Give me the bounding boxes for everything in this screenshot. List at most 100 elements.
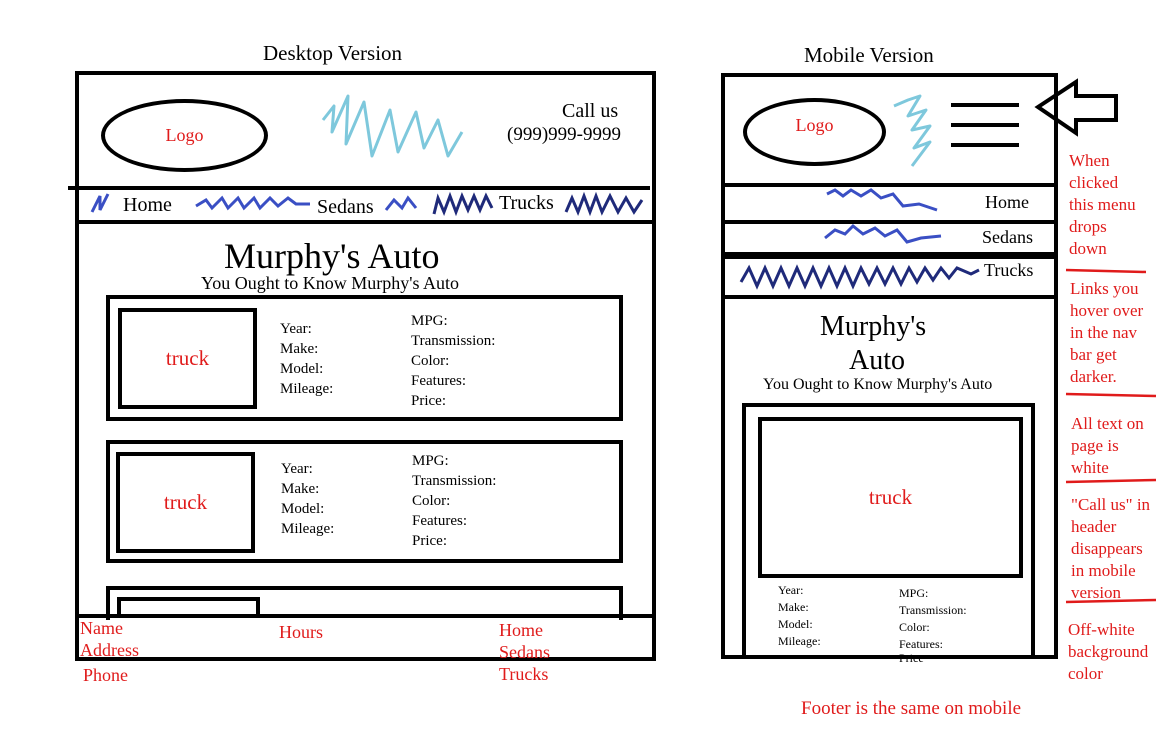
mobile-listing-right-fields: MPG: Transmission: Color: Features: Pric… [899,585,967,663]
annotation-line: page is [1071,436,1119,455]
annotation-line: When [1069,151,1110,170]
desktop-footer-top-line [75,614,656,618]
field-features: Features: [412,513,467,529]
desktop-nav-scribble [90,191,644,217]
footer-phone: Phone [83,665,128,685]
field-transmission: Transmission: [412,473,497,489]
desktop-nav-top-line [68,186,650,190]
hamburger-menu-icon[interactable] [951,103,1019,149]
field-price: Price: [411,393,446,409]
desktop-listing-image-label: truck [165,346,210,370]
desktop-nav-sedans[interactable]: Sedans [317,196,374,218]
annotation-line: header [1071,517,1117,536]
desktop-wireframe [75,71,656,661]
desktop-listing-left-fields: Year: Make: Model: Mileage: [281,459,334,539]
annotation-offwhite-bg: Off-white background color [1068,619,1148,685]
desktop-listing-left-fields: Year: Make: Model: Mileage: [280,319,333,399]
pointer-arrow-icon [1034,78,1118,137]
annotation-line: white [1071,458,1109,477]
desktop-tagline: You Ought to Know Murphy's Auto [201,273,459,293]
desktop-version-label: Desktop Version [263,41,403,65]
desktop-header-scribble [321,94,464,158]
footer-address: Address [80,640,139,660]
annotation-line: disappears [1071,539,1143,558]
desktop-listing-card[interactable] [106,295,623,421]
footer-link-sedans[interactable]: Sedans [499,642,550,662]
mobile-listing-card[interactable] [742,403,1035,659]
annotation-line: Links you [1070,279,1139,298]
field-year: Year: [778,583,804,597]
desktop-call-us: Call us [562,100,619,122]
annotation-line: version [1071,583,1122,602]
mobile-header-scribble [893,94,932,167]
mobile-nav-line [721,220,1058,224]
desktop-nav-home[interactable]: Home [123,194,172,216]
annotation-line: background [1068,642,1149,661]
desktop-listing-image[interactable]: truck [116,452,255,553]
mobile-nav-line [721,183,1058,187]
annotation-separators [1065,268,1157,604]
desktop-nav-bottom-line [75,220,656,224]
field-features: Features: [899,637,943,651]
desktop-listing-image[interactable]: truck [118,308,257,409]
field-transmission: Transmission: [411,333,496,349]
desktop-site-title: Murphy's Auto [224,236,440,276]
mobile-nav-line [721,256,1058,259]
mobile-listing-left-fields: Year: Make: Model: Mileage: [778,582,821,650]
mobile-nav-line [721,295,1058,299]
field-mileage: Mileage: [778,634,821,648]
footer-link-trucks[interactable]: Trucks [499,664,549,684]
desktop-listing-image-label: truck [163,490,208,514]
annotation-line: down [1069,239,1107,258]
desktop-nav-trucks[interactable]: Trucks [499,192,554,214]
annotation-line: color [1068,664,1103,683]
mobile-nav-line [721,252,1058,256]
annotation-line: "Call us" in [1071,495,1151,514]
field-color: Color: [411,353,450,369]
annotation-line: clicked [1069,173,1119,192]
desktop-logo-label: Logo [165,125,204,145]
mobile-tagline: You Ought to Know Murphy's Auto [763,376,993,393]
footer-link-home[interactable]: Home [499,620,543,640]
mobile-nav-home[interactable]: Home [985,192,1029,212]
mobile-nav-trucks[interactable]: Trucks [984,260,1034,280]
desktop-logo[interactable]: Logo [101,99,268,172]
field-mpg: MPG: [899,586,929,600]
annotation-line: this menu [1069,195,1136,214]
desktop-listing-right-fields: MPG: Transmission: Color: Features: Pric… [411,311,495,411]
desktop-listing-card-partial [106,586,623,620]
desktop-listing-card[interactable] [106,440,623,563]
desktop-phone[interactable]: (999)999-9999 [507,124,621,145]
field-mpg: MPG: [411,313,448,329]
mobile-nav-scribble [739,188,980,290]
mobile-site-title-line2: Auto [849,345,905,376]
annotation-line: in the nav [1070,323,1138,342]
annotation-line: drops [1069,217,1107,236]
annotation-line: darker. [1070,367,1117,386]
mobile-logo-label: Logo [795,114,834,135]
annotation-line: in mobile [1071,561,1136,580]
field-color: Color: [412,493,451,509]
mobile-logo[interactable]: Logo [743,98,886,166]
field-mileage: Mileage: [281,521,335,537]
field-year: Year: [281,461,313,477]
annotation-hover-darker: Links you hover over in the nav bar get … [1070,278,1143,388]
annotation-callus-mobile: "Call us" in header disappears in mobile… [1071,494,1150,604]
field-color: Color: [899,620,930,634]
mobile-nav-sedans[interactable]: Sedans [982,227,1033,247]
annotation-line: bar get [1070,345,1117,364]
desktop-listing-right-fields: MPG: Transmission: Color: Features: Pric… [412,451,496,551]
desktop-footer-col1: Name Address Phone [80,617,139,686]
field-model: Model: [280,361,324,377]
field-transmission: Transmission: [899,603,967,617]
field-price: Price [899,653,924,663]
footer-name: Name [80,618,123,638]
field-make: Make: [280,341,319,357]
mobile-listing-image-label: truck [868,485,913,509]
mobile-site-title-line1: Murphy's [820,311,927,342]
field-make: Make: [281,481,320,497]
annotation-line: Off-white [1068,620,1135,639]
field-model: Model: [778,617,813,631]
field-model: Model: [281,501,325,517]
mobile-listing-image[interactable]: truck [758,417,1023,578]
